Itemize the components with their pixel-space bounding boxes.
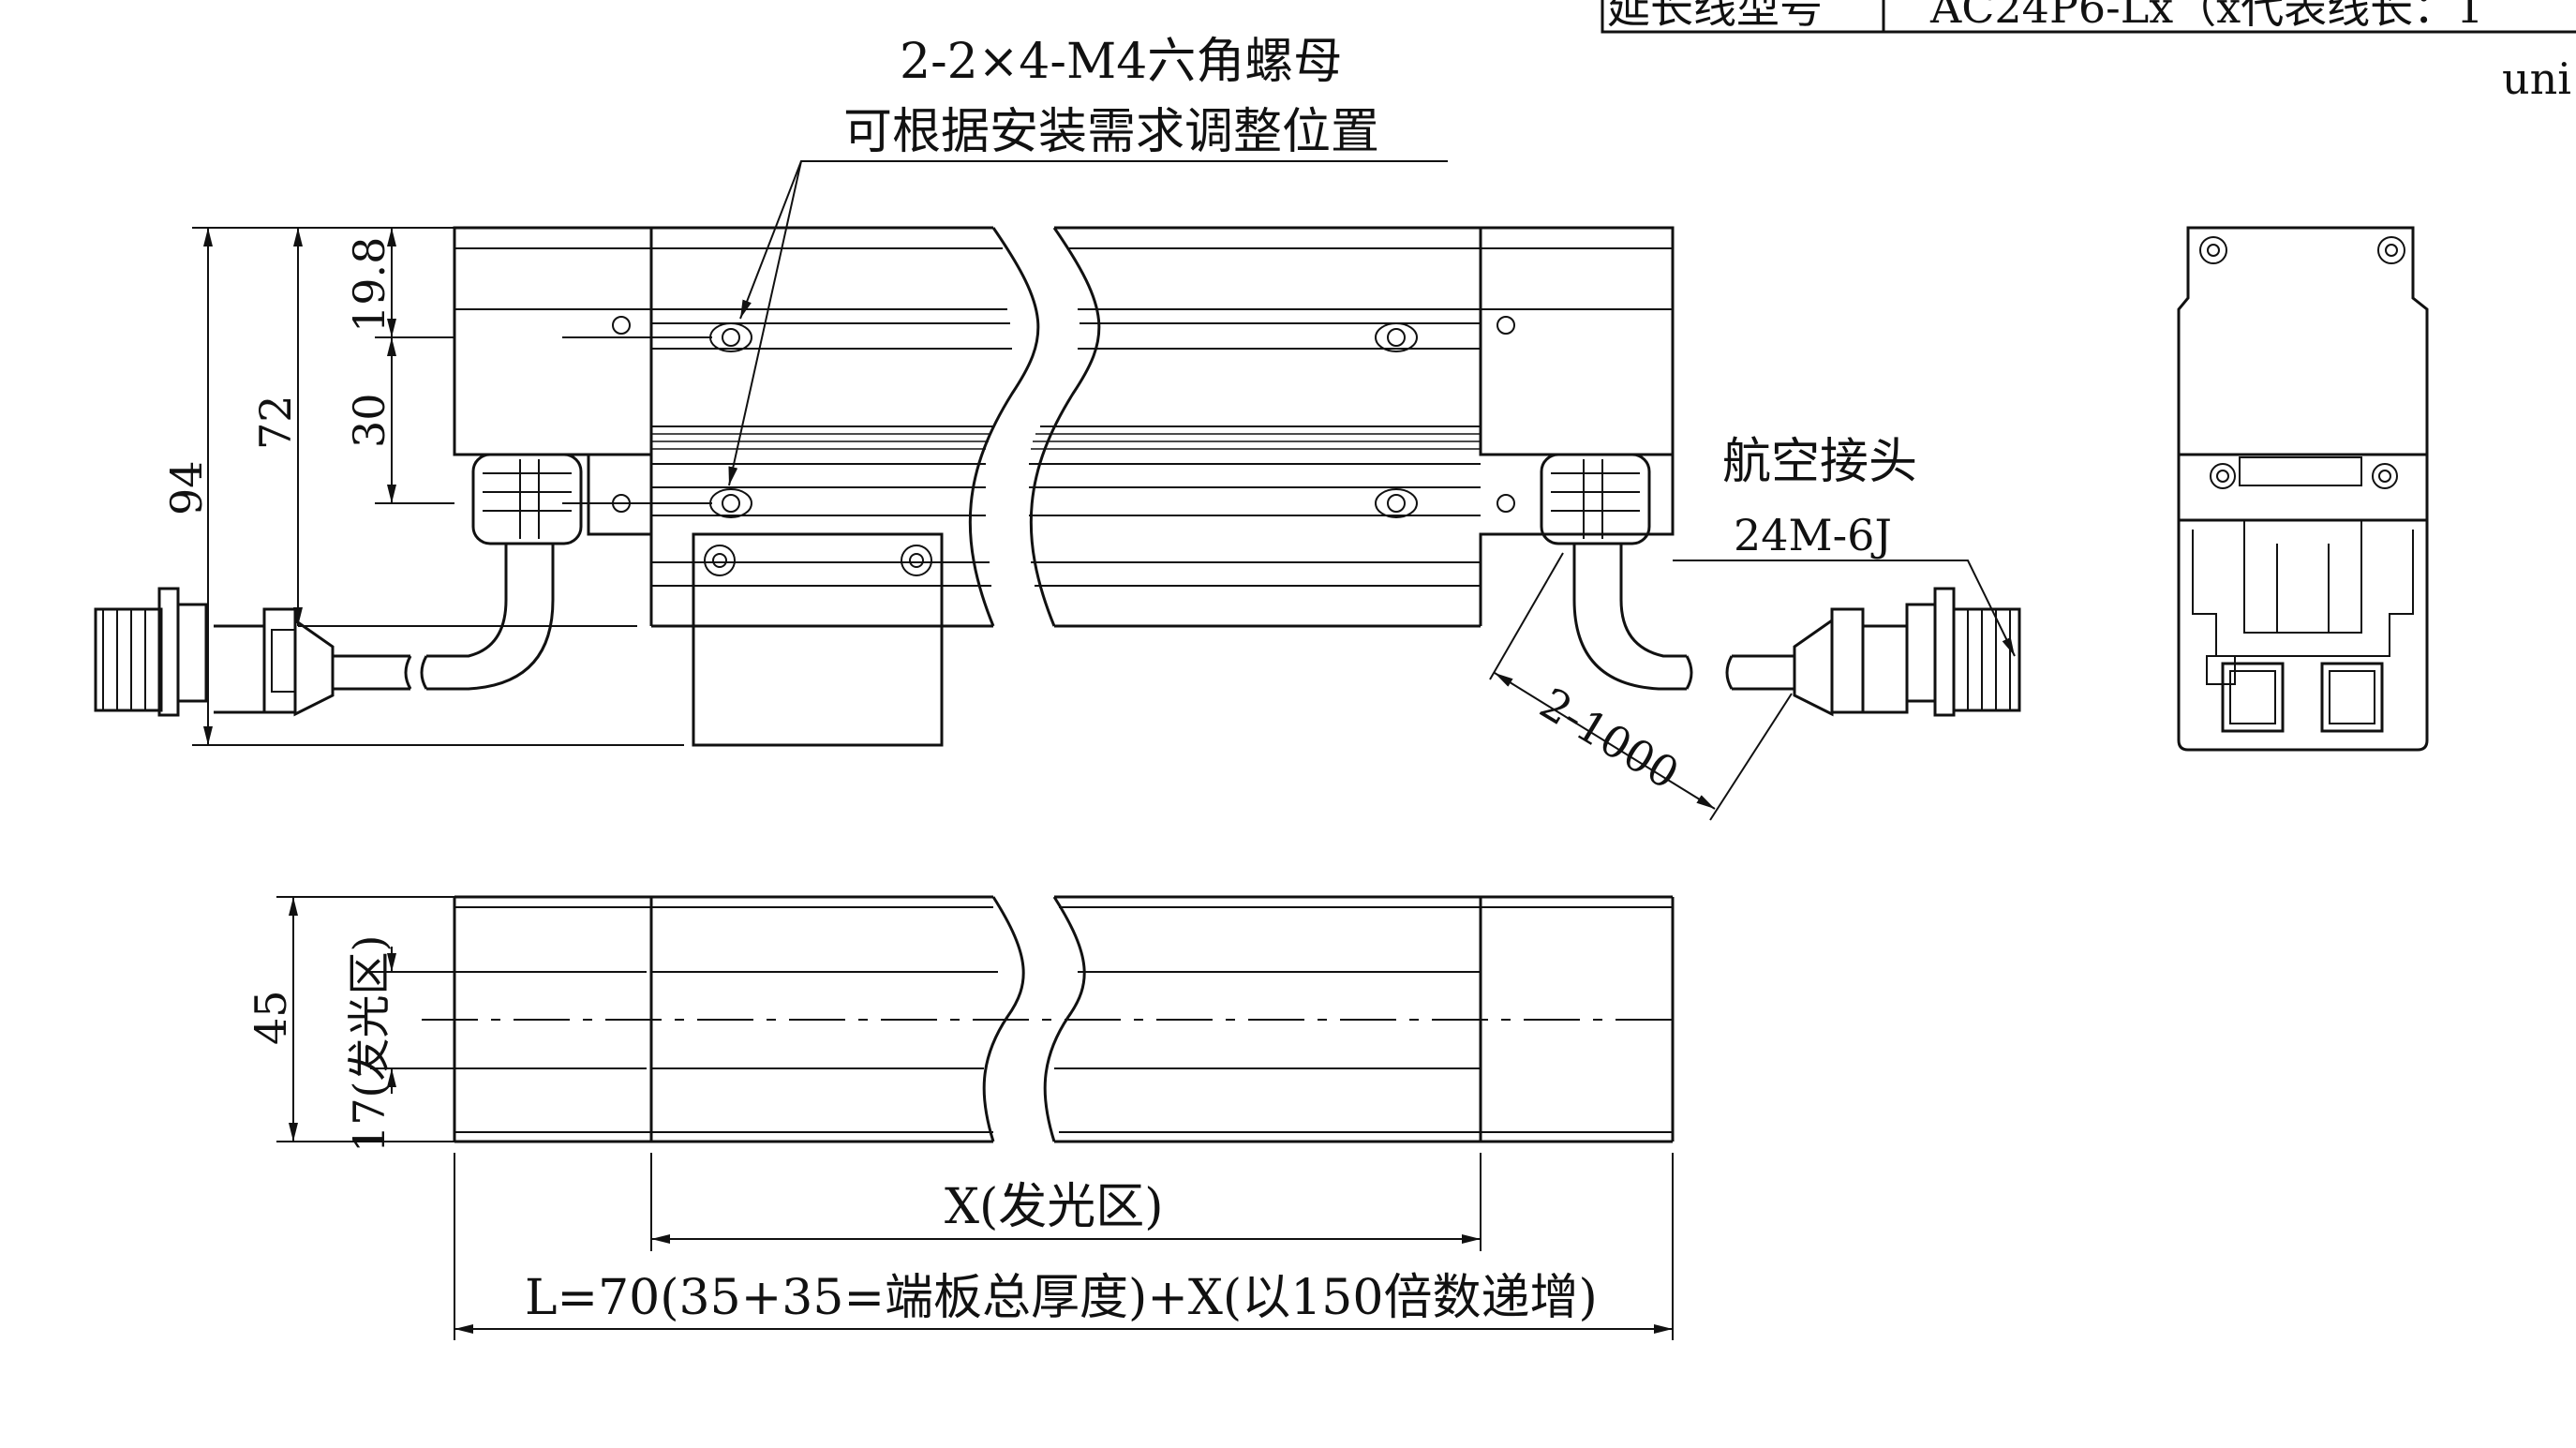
title-block: 延长线型号 AC24P6-Lx（x代表线长：1 uni (1601, 0, 2576, 104)
dim-top-offset: 19.8 (344, 237, 395, 333)
title-block-label: 延长线型号 (1607, 0, 1823, 33)
dim-emit-width: 17(发光区) (344, 935, 395, 1153)
side-view (2177, 226, 2429, 752)
aviation-connector-icon (1793, 587, 2021, 717)
mounting-bracket (692, 532, 944, 747)
front-view (94, 160, 2021, 821)
title-block-value: AC24P6-Lx（x代表线长：1 (1929, 0, 2483, 33)
aviation-connector-icon (94, 587, 335, 717)
connector-note-line2: 24M-6J (1734, 510, 1892, 560)
total-length-label: L=70(35+35=端板总厚度)+X(以150倍数递增) (525, 1270, 1598, 1326)
nut-note-line2: 可根据安装需求调整位置 (843, 104, 1379, 160)
nut-note-line1: 2-2×4-M4六角螺母 (900, 34, 1342, 90)
emitting-length-label: X(发光区) (945, 1179, 1164, 1235)
left-cable (94, 453, 583, 717)
right-cable (1540, 453, 2021, 717)
cable-length-label: 2-1000 (1531, 678, 1688, 799)
dim-slot-spacing: 30 (344, 393, 395, 448)
dim-height-body: 72 (250, 395, 301, 450)
bottom-view (276, 895, 1675, 1340)
dim-height-total: 94 (161, 460, 212, 515)
unit-hint: uni (2502, 53, 2571, 104)
connector-note-line1: 航空接头 (1722, 434, 1917, 490)
dim-width: 45 (246, 990, 296, 1045)
